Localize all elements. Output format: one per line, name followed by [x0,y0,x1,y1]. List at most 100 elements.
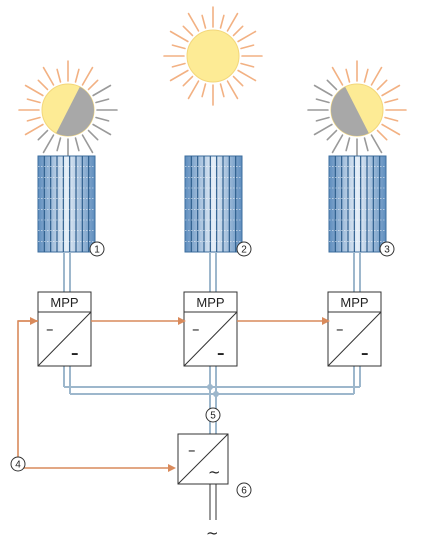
sun-shade [56,86,94,136]
solar-panel-icon [184,155,243,253]
sun-ray [331,66,344,86]
sun-ray [95,116,110,122]
sun-ray [219,83,225,98]
converter-diagonal [327,311,382,367]
converter-out-symbol: – [71,344,79,362]
sun-ray [201,83,207,98]
bus-junctions [207,384,219,397]
converter-diagonal [37,311,92,367]
arrowhead [30,317,38,325]
sun-ray [187,12,200,32]
converter-in-symbol: – [192,320,200,338]
sun-ray [81,66,94,86]
marker-6-label: 6 [241,486,247,497]
marker-3: 3 [379,241,395,257]
sun-ray [187,80,200,100]
sun-ray [87,129,99,141]
sun-ray [92,123,112,136]
sun-ray [240,62,255,68]
sun-ray [201,14,207,29]
sun-ray [331,134,344,154]
sun-ray [24,123,44,136]
mpp-label: MPP [196,295,224,310]
sun-ray [26,98,41,104]
sun-ray [37,79,49,91]
dc-dc-converter-icon: MPP –– [37,291,92,367]
sun-ray [169,30,189,43]
solar-panel-icon [37,155,96,253]
dc-dc-converter-icon: MPP –– [183,291,238,367]
sun-ray [237,69,257,82]
converter-diagonal [183,311,238,367]
sun-ray [226,12,239,32]
sun-ray [315,98,330,104]
inverter-dc-symbol: – [188,441,196,459]
sun-ray [384,116,399,122]
converter-out-symbol: – [217,344,225,362]
marker-1-label: 1 [94,245,100,256]
sun-ray [345,68,351,83]
sun-ray [370,66,383,86]
converter-box [183,291,238,367]
arrowhead [178,317,186,325]
sun-ray [182,75,194,87]
marker-5: 5 [205,407,221,423]
sun-ray [240,44,255,50]
converter-in-symbol: – [46,320,54,338]
converter-box [327,291,382,367]
sun-ray [95,98,110,104]
sun-ray [171,44,186,50]
marker-2-label: 2 [241,245,247,256]
sun-ray [313,123,333,136]
sun-ray [313,84,333,97]
mpp-label: MPP [50,295,78,310]
sun-ray [219,14,225,29]
sun-ray [345,137,351,152]
sun-ray [363,68,369,83]
sun-ray [171,62,186,68]
sun-ray [92,84,112,97]
mpp-label: MPP [340,295,368,310]
sun-ray [87,79,99,91]
sun-ray [376,79,388,91]
marker-4-label: 4 [15,460,21,471]
sun-ray [376,129,388,141]
sun-ray [232,25,244,37]
converter-box [37,291,92,367]
marker-6: 6 [236,482,252,498]
sun-ray [237,30,257,43]
sun-ray [74,68,80,83]
arrowhead [322,317,330,325]
marker-3-label: 3 [384,245,390,256]
half-shaded-sun-icon [307,60,407,160]
sun-ray [326,79,338,91]
ac-output-symbol: ~ [206,524,219,542]
sun-ray [81,134,94,154]
sun-ray [37,129,49,141]
sun-ray [363,137,369,152]
sun-ray [381,123,401,136]
ac-output [209,484,217,520]
sun-ray [384,98,399,104]
panel-frame [328,155,387,253]
sun-ray [326,129,338,141]
sun-ray [42,66,55,86]
panel-frame [37,155,96,253]
sun-ray [315,116,330,122]
sun-ray [42,134,55,154]
sun-ray [56,68,62,83]
half-shaded-sun-icon [18,60,118,160]
sun-ray [169,69,189,82]
marker-1: 1 [89,241,105,257]
marker-2: 2 [236,241,252,257]
sun-icon [163,6,263,106]
sun-ray [232,75,244,87]
sun-ray [370,134,383,154]
sun-shade [331,86,369,136]
sun-ray [226,80,239,100]
sun-ray [26,116,41,122]
solar-panel-icon [328,155,387,253]
control-arrowheads [30,317,330,472]
inverter-ac-symbol: ~ [208,463,221,481]
